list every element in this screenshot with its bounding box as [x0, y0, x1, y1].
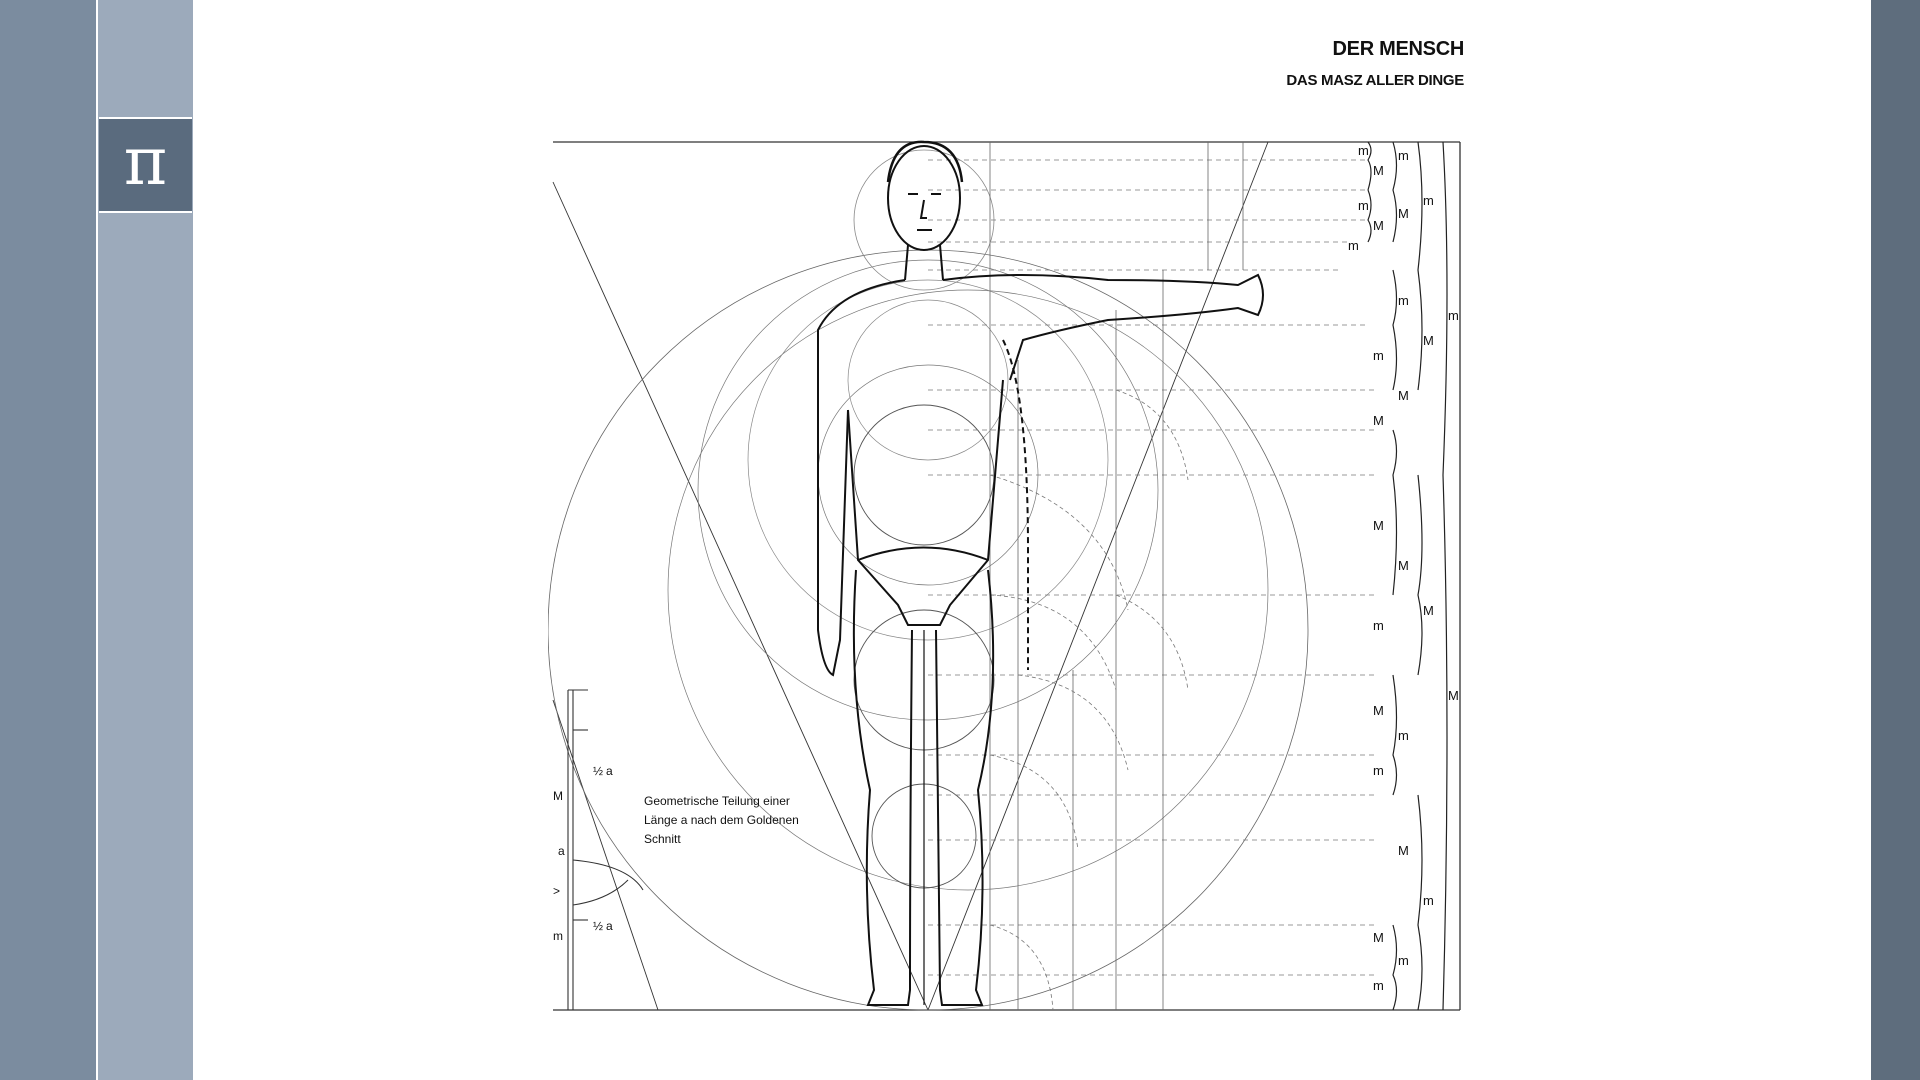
mark-minor: m [1448, 308, 1459, 323]
mark-minor: m [1398, 728, 1409, 743]
mark-major: M [1398, 558, 1409, 573]
golden-section-caption: Geometrische Teilung einer Länge a nach … [644, 794, 799, 846]
mark-minor: m [1358, 143, 1369, 158]
mark-major: M [1373, 413, 1384, 428]
gs-mark-major: M [553, 789, 563, 803]
gs-half-lower: ½ [593, 919, 603, 933]
pi-icon-box[interactable]: π [99, 117, 192, 213]
gs-label-a-upper: a [606, 764, 613, 778]
gs-label-a: a [558, 844, 565, 858]
mark-minor: m [1373, 618, 1384, 633]
mark-major: M [1448, 688, 1459, 703]
left-sidebar-bar [0, 0, 96, 1080]
gs-label-v: > [553, 884, 560, 898]
mark-minor: m [1373, 763, 1384, 778]
mark-major: M [1398, 388, 1409, 403]
gs-label-a-lower: a [606, 919, 613, 933]
mark-major: M [1398, 843, 1409, 858]
human-proportions-diagram: m M m M m m M m m M m m M M M M M m M m … [548, 140, 1461, 1011]
mark-minor: m [1358, 198, 1369, 213]
mark-major: M [1373, 930, 1384, 945]
gs-mark-minor: m [553, 929, 563, 943]
mark-major: M [1373, 163, 1384, 178]
mark-major: M [1423, 333, 1434, 348]
mark-minor: m [1373, 348, 1384, 363]
mark-minor: m [1373, 978, 1384, 993]
mark-minor: m [1423, 193, 1434, 208]
right-sidebar-bar [1871, 0, 1920, 1080]
mark-minor: m [1348, 238, 1359, 253]
mark-minor: m [1398, 293, 1409, 308]
mark-minor: m [1398, 953, 1409, 968]
mark-minor: m [1398, 148, 1409, 163]
mark-major: M [1373, 518, 1384, 533]
pi-icon: π [123, 123, 168, 200]
slide-subtitle: DAS MASZ ALLER DINGE [1286, 72, 1464, 89]
mark-major: M [1373, 703, 1384, 718]
mark-major: M [1398, 206, 1409, 221]
gs-half-upper: ½ [593, 764, 603, 778]
mark-major: M [1373, 218, 1384, 233]
slide-title: DER MENSCH [1332, 38, 1465, 60]
mark-minor: m [1423, 893, 1434, 908]
mark-major: M [1423, 603, 1434, 618]
